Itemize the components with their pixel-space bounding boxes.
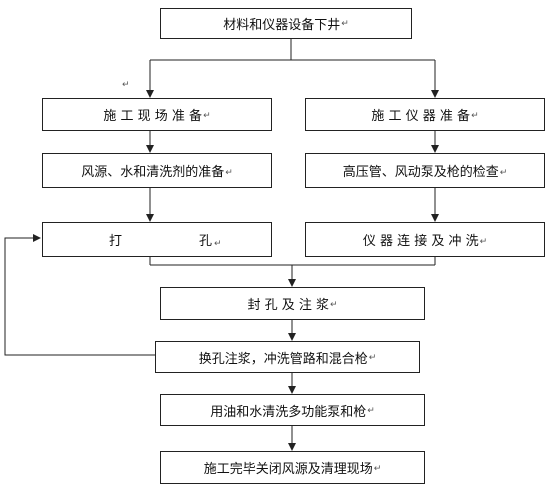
- box-seal-grout-label: 封 孔 及 注 浆: [247, 298, 329, 313]
- return-mark: ↵: [214, 239, 222, 249]
- box-descend-label: 材料和仪器设备下井: [223, 18, 341, 33]
- box-drill-label: 打: [109, 234, 123, 249]
- box-clean-pump: 用油和水清洗多功能泵和枪↵: [160, 394, 425, 426]
- box-drill-hole-label: 孔: [199, 234, 213, 249]
- box-change-hole-label: 换孔注浆，冲洗管路和混合枪: [198, 351, 368, 367]
- return-mark: ↵: [329, 300, 338, 310]
- box-finish: 施工完毕关闭风源及清理现场↵: [160, 451, 425, 484]
- box-hose-check-label: 高压管、风动泵及枪的检查: [342, 165, 499, 180]
- box-hose-check: 高压管、风动泵及枪的检查↵: [305, 153, 545, 188]
- box-drill: 打 孔 ↵: [42, 222, 272, 257]
- box-instrument-prep: 施 工 仪 器 准 备↵: [305, 98, 545, 131]
- return-mark: ↵: [368, 353, 377, 363]
- return-mark: ↵: [471, 111, 479, 121]
- box-clean-pump-label: 用油和水清洗多功能泵和枪: [210, 404, 367, 420]
- box-seal-grout: 封 孔 及 注 浆↵: [160, 287, 425, 320]
- box-power-water: 风源、水和清洗剂的准备↵: [42, 153, 272, 188]
- return-mark: ↵: [225, 168, 233, 178]
- return-mark: ↵: [499, 168, 508, 178]
- return-mark: ↵: [373, 464, 382, 474]
- return-mark: ↵: [203, 111, 211, 121]
- box-connect-flush-label: 仪 器 连 接 及 冲 洗: [362, 234, 479, 249]
- return-mark: ↵: [367, 406, 375, 416]
- box-site-prep: 施 工 现 场 准 备↵: [42, 98, 272, 131]
- box-change-hole: 换孔注浆，冲洗管路和混合枪↵: [155, 341, 420, 373]
- return-mark: ↵: [479, 237, 488, 247]
- return-mark: ↵: [341, 19, 349, 29]
- loop-back-arrow: [4, 234, 155, 356]
- box-site-prep-label: 施 工 现 场 准 备: [103, 109, 203, 124]
- return-mark: ↵: [122, 80, 130, 90]
- box-descend: 材料和仪器设备下井↵: [160, 8, 412, 39]
- box-finish-label: 施工完毕关闭风源及清理现场: [203, 462, 373, 477]
- box-power-water-label: 风源、水和清洗剂的准备: [81, 165, 225, 180]
- box-instrument-prep-label: 施 工 仪 器 准 备: [371, 109, 471, 124]
- box-connect-flush: 仪 器 连 接 及 冲 洗↵: [305, 222, 545, 257]
